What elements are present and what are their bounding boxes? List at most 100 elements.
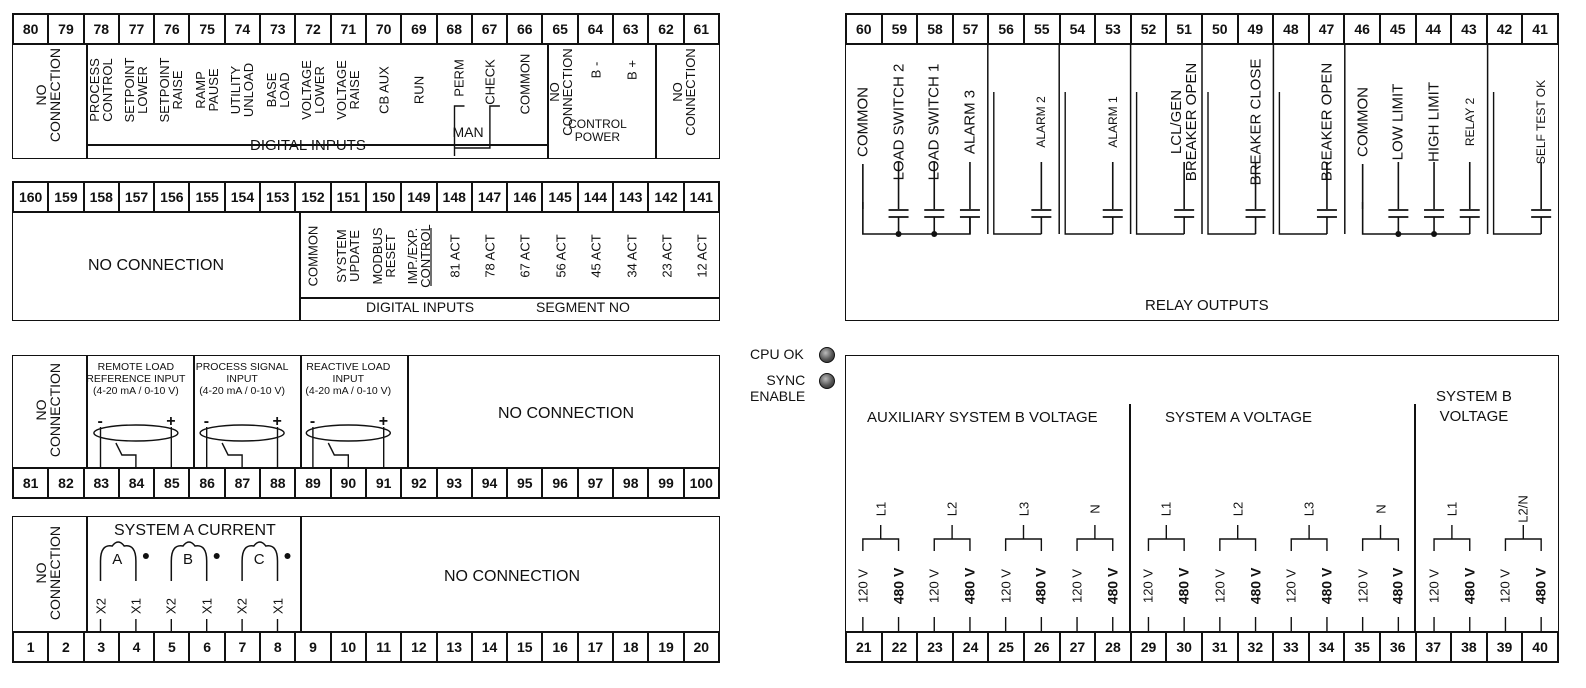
terminal-40: 40 [1532, 639, 1548, 655]
relay-label-3: ALARM 3 [961, 89, 979, 155]
terminal-157: 157 [120, 183, 156, 211]
act-label-7: 56 ACT [553, 234, 569, 278]
junction-dot [1395, 231, 1402, 237]
volt-bracket-icon [1433, 538, 1471, 551]
terminal-146: 146 [508, 183, 544, 211]
volt-480v-1: 480 V [961, 567, 978, 605]
terminal-43: 43 [1452, 15, 1488, 43]
ct-term-4: X2 [234, 598, 250, 614]
terminal-72: 72 [296, 15, 332, 43]
terminal-84: 84 [120, 469, 156, 497]
terminal-83: 83 [85, 469, 120, 497]
terminal-46: 46 [1345, 15, 1381, 43]
volt-120v-7: 120 V [1355, 569, 1371, 603]
terminal-77: 77 [120, 15, 156, 43]
terminal-31: 31 [1203, 633, 1239, 661]
polarity-dot-icon [142, 553, 149, 559]
act-label-6: 67 ACT [517, 234, 533, 278]
act-label-11: 12 ACT [694, 234, 710, 278]
ct-coil-B-icon [170, 541, 208, 581]
terminal-69: 69 [402, 15, 438, 43]
ct-no-connection-right: NO CONNECTION [444, 568, 580, 585]
volt-aux-title: AUXILIARY SYSTEM B VOLTAGE [867, 409, 1098, 426]
junction-dot [895, 231, 902, 237]
terminal-156: 156 [155, 183, 191, 211]
process-signal-plus: + [272, 413, 282, 430]
terminal-78: 78 [85, 15, 120, 43]
terminal-100: 100 [689, 475, 713, 491]
terminal-87: 87 [226, 469, 262, 497]
relay-label-5: ALARM 1 [1105, 96, 1120, 148]
terminal-160: 160 [14, 183, 50, 211]
terminal-151: 151 [332, 183, 367, 211]
terminal-41: 41 [1532, 21, 1548, 37]
common-bus-left [862, 164, 971, 235]
terminal-10: 10 [332, 633, 367, 661]
process-signal-shield-icon [199, 424, 285, 442]
terminal-25: 25 [989, 633, 1025, 661]
return-lead [1492, 92, 1542, 235]
ct-term-1: X1 [128, 598, 144, 614]
terminal-57: 57 [954, 15, 990, 43]
polarity-dot-icon [284, 553, 291, 559]
volt-480v-6: 480 V [1318, 567, 1335, 605]
terminal-158: 158 [85, 183, 120, 211]
terminal-66: 66 [508, 15, 544, 43]
terminal-38: 38 [1452, 633, 1488, 661]
ct-coil-A-icon [99, 541, 137, 581]
volt-phase-3: N [1087, 504, 1103, 514]
terminal-6: 6 [190, 633, 226, 661]
act-label-8: 45 ACT [588, 234, 604, 278]
terminal-1: 1 [14, 633, 50, 661]
terminal-153: 153 [261, 183, 297, 211]
terminal-147: 147 [473, 183, 509, 211]
terminal-9: 9 [296, 633, 332, 661]
volt-bracket-icon [1076, 538, 1114, 551]
terminal-70: 70 [367, 15, 403, 43]
terminal-91: 91 [367, 469, 403, 497]
terminal-62: 62 [649, 15, 685, 43]
remote-load-minus: - [97, 413, 103, 430]
polarity-dot-icon [213, 553, 220, 559]
voltage-bracket-icons [862, 525, 1542, 632]
junction-dot [1431, 231, 1438, 237]
perm-lead [453, 105, 465, 156]
terminal-33: 33 [1274, 633, 1310, 661]
remote-load-plus: + [166, 413, 176, 430]
volt-phase-7: N [1373, 504, 1388, 514]
terminal-49: 49 [1239, 15, 1275, 43]
terminal-30: 30 [1167, 633, 1203, 661]
terminal-149: 149 [402, 183, 438, 211]
terminal-141: 141 [689, 189, 713, 205]
volt-phase-4: L1 [1158, 501, 1174, 517]
terminal-4: 4 [120, 633, 156, 661]
terminal-159: 159 [49, 183, 85, 211]
reactive-load-drain [327, 442, 349, 467]
volt-120v-4: 120 V [1140, 569, 1156, 603]
volt-bracket-icon [1504, 538, 1542, 551]
relay-label-2: LOAD SWITCH 1 [925, 63, 943, 181]
ct-title: SYSTEM A CURRENT [114, 522, 276, 539]
volt-bracket-icon [862, 538, 900, 551]
reactive-load-minus: - [309, 413, 316, 430]
volt-480v-5: 480 V [1247, 567, 1264, 605]
volt-phase-5: L2 [1230, 501, 1246, 517]
terminal-22: 22 [883, 633, 919, 661]
volt-phase-1: L2 [944, 501, 960, 517]
check-lead [454, 105, 500, 149]
ct-term-5: X1 [270, 598, 285, 614]
terminal-7: 7 [226, 633, 262, 661]
terminal-148: 148 [438, 183, 473, 211]
relay-contacts [862, 44, 1552, 237]
reactive-load-plus: + [378, 413, 389, 430]
terminal-86: 86 [190, 469, 226, 497]
return-lead [1278, 92, 1327, 235]
process-signal-drain [221, 442, 243, 467]
volt-120v-1: 120 V [926, 569, 942, 603]
digital-inputs-panel [12, 44, 720, 159]
remote-load-drain [115, 442, 137, 467]
volt-bracket-icon [933, 538, 971, 551]
terminal-58: 58 [918, 15, 954, 43]
